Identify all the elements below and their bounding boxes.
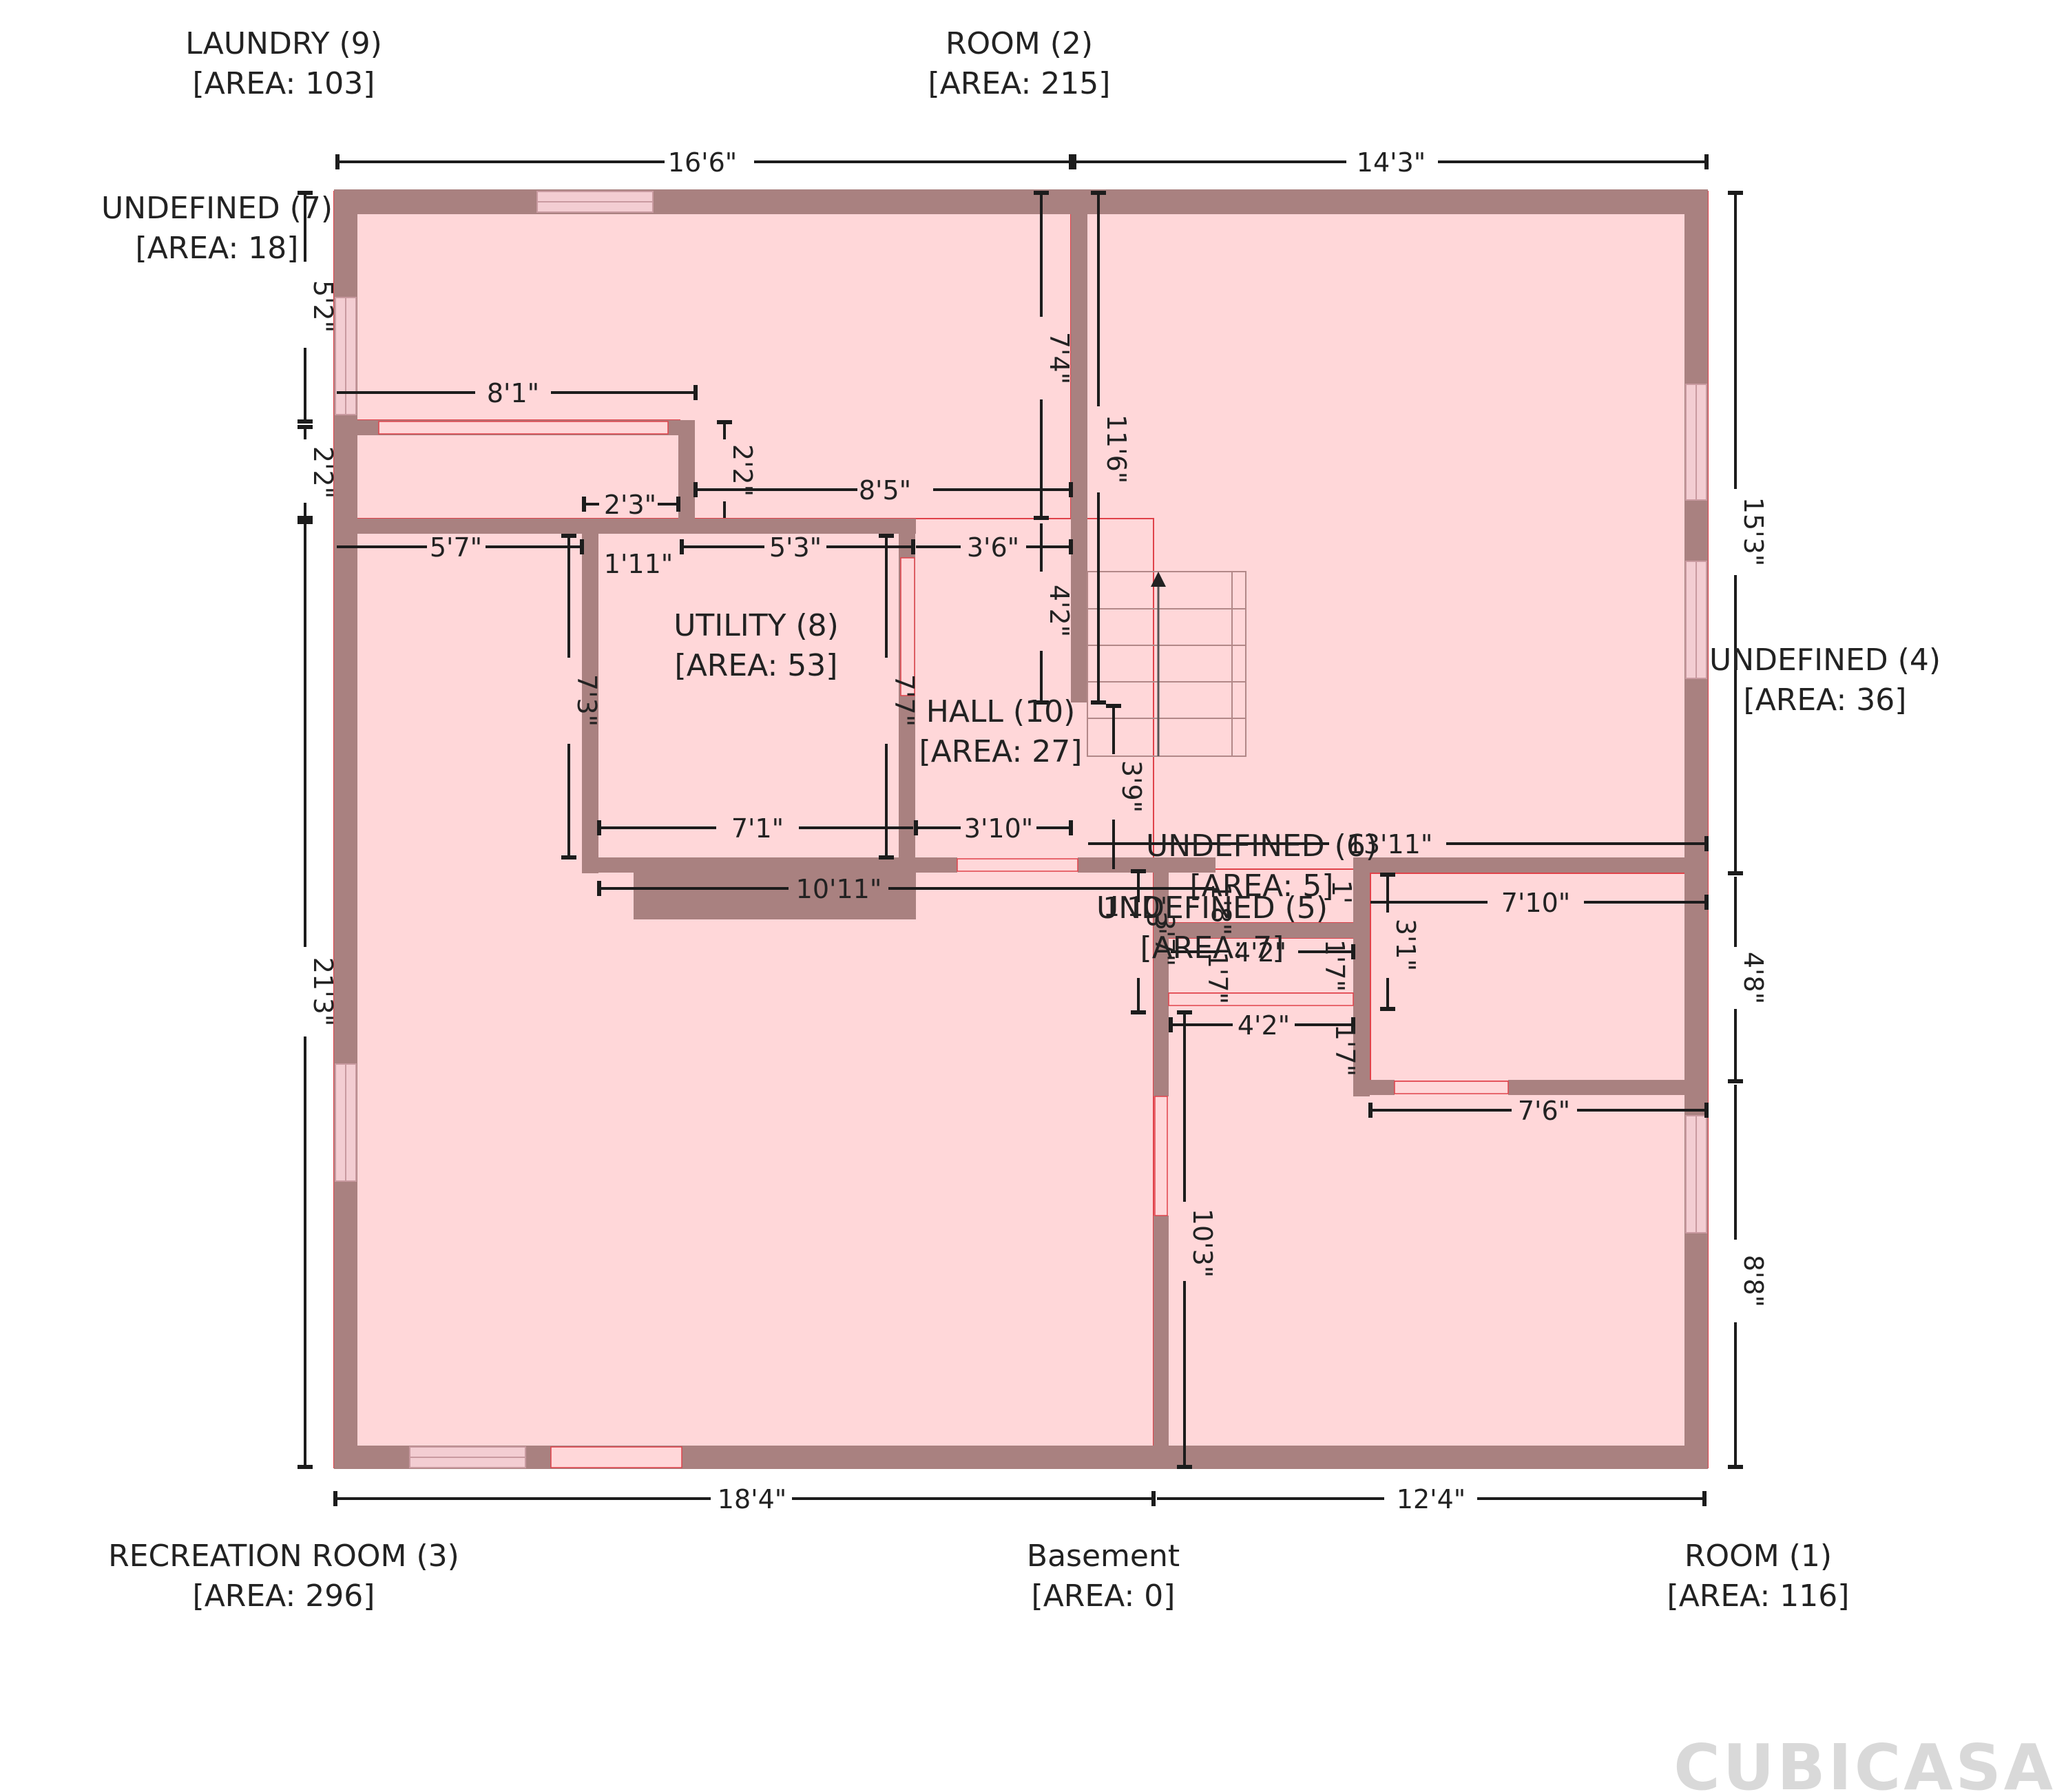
arrow-up-icon bbox=[1151, 572, 1166, 587]
dim-label: 13'11" bbox=[1347, 829, 1433, 859]
room-area-hall: [AREA: 27] bbox=[919, 734, 1083, 769]
floor-undefined-4 bbox=[1370, 873, 1709, 1082]
dim-label: 7'6" bbox=[1518, 1096, 1570, 1126]
dim-label: 5'2" bbox=[308, 280, 338, 333]
dim-label: 3'9" bbox=[1116, 760, 1147, 813]
room-area-undefined-5: [AREA: 7] bbox=[1140, 930, 1284, 966]
wall-utility-left bbox=[582, 519, 598, 873]
room-name-laundry: LAUNDRY (9) bbox=[185, 26, 382, 61]
room-name-undefined-4: UNDEFINED (4) bbox=[1709, 643, 1941, 678]
dim-label: 7'4" bbox=[1044, 332, 1074, 384]
dim-label: 4'2" bbox=[1238, 1010, 1290, 1041]
doors bbox=[378, 421, 1509, 1468]
door-undef5-bottom bbox=[1168, 992, 1354, 1006]
door-rec-bottom bbox=[550, 1446, 682, 1468]
floor-undefined-7 bbox=[333, 419, 680, 519]
wall-utility-top bbox=[334, 519, 916, 534]
dim-label: 1' bbox=[1326, 880, 1357, 904]
room-area-room-1: [AREA: 116] bbox=[1667, 1579, 1850, 1614]
dim-label: 4'2" bbox=[1044, 585, 1074, 637]
room-name-undefined-5: UNDEFINED (5) bbox=[1096, 890, 1328, 926]
room-labels: LAUNDRY (9) [AREA: 103] ROOM (2) [AREA: … bbox=[101, 26, 1941, 1614]
dim-label: 14'3" bbox=[1357, 147, 1426, 178]
room-area-basement: [AREA: 0] bbox=[1032, 1579, 1176, 1614]
floor-room-2 bbox=[1070, 191, 1709, 874]
door-hall-left bbox=[900, 557, 915, 696]
wall-bottom bbox=[334, 1446, 1708, 1469]
door-center-vertical bbox=[1154, 1096, 1168, 1216]
door-utility-bottom bbox=[957, 858, 1078, 872]
dim-label: 1'7" bbox=[1319, 939, 1350, 992]
dim-label: 16'6" bbox=[668, 147, 737, 178]
room-fills bbox=[333, 191, 1709, 1468]
dim-label: 10'11" bbox=[796, 874, 882, 904]
room-area-room-2: [AREA: 215] bbox=[928, 66, 1111, 101]
room-area-recreation: [AREA: 296] bbox=[193, 1579, 375, 1614]
dim-label: 21'3" bbox=[308, 957, 338, 1026]
dim-label: 3' bbox=[1141, 911, 1171, 935]
dim-label: 5'3" bbox=[769, 532, 822, 563]
dim-label: 8'5" bbox=[859, 475, 911, 506]
dim-label: 11'6" bbox=[1101, 415, 1131, 483]
room-area-undefined-7: [AREA: 18] bbox=[136, 231, 299, 266]
wall-undef6-bottom bbox=[1167, 923, 1367, 938]
dim-label: 3'6" bbox=[967, 532, 1019, 563]
dim-label: 12'4" bbox=[1397, 1484, 1465, 1514]
room-name-recreation: RECREATION ROOM (3) bbox=[108, 1539, 459, 1574]
room-name-basement: Basement bbox=[1027, 1539, 1180, 1574]
dim-label: 3'7" bbox=[1149, 914, 1180, 966]
dim-label: 7'10" bbox=[1501, 888, 1570, 918]
wall-center-vertical-low bbox=[1154, 1216, 1169, 1446]
dimension-labels: 16'6" 14'3" 18'4" 12'4" 5'2" 2'2" 21'3" … bbox=[308, 147, 1768, 1514]
wall-undef4-left bbox=[1353, 1080, 1395, 1095]
dim-label: 3'10" bbox=[964, 813, 1033, 844]
windows bbox=[335, 191, 1707, 1468]
room-name-room-2: ROOM (2) bbox=[946, 26, 1093, 61]
door-laundry-bottom bbox=[378, 421, 669, 435]
dim-label: 1'8" bbox=[1206, 883, 1236, 935]
wall-right bbox=[1684, 189, 1708, 1469]
dim-label: 18'4" bbox=[718, 1484, 786, 1514]
room-area-undefined-4: [AREA: 36] bbox=[1744, 683, 1907, 718]
dim-label: 3'1" bbox=[1390, 919, 1421, 971]
wall-undef7-right bbox=[678, 420, 695, 523]
dimension-lines bbox=[298, 154, 1743, 1506]
wall-undef4-bottom bbox=[1508, 1080, 1708, 1095]
dim-label: 7'7" bbox=[889, 674, 919, 727]
dim-label: 4'2" bbox=[1234, 937, 1286, 968]
dim-label: 7'3" bbox=[572, 674, 602, 727]
stairs bbox=[1087, 571, 1246, 757]
door-undef4 bbox=[1394, 1081, 1509, 1094]
dim-label: 10'3" bbox=[1187, 1209, 1218, 1278]
room-name-undefined-7: UNDEFINED (7) bbox=[101, 191, 333, 226]
floor-undefined-5 bbox=[1167, 937, 1361, 994]
dim-label: 4'8" bbox=[1738, 952, 1768, 1004]
dim-label: 8'1" bbox=[487, 378, 539, 408]
dim-label: 2'2" bbox=[308, 446, 338, 499]
dim-label: 1'10" bbox=[1103, 892, 1172, 922]
dim-label: 15'3" bbox=[1738, 497, 1768, 566]
floor-recreation bbox=[333, 518, 1154, 1468]
cubicasa-logo: CUBICASA bbox=[1673, 1731, 2056, 1792]
dim-label: 5'7" bbox=[430, 532, 482, 563]
room-name-undefined-6: UNDEFINED (6) bbox=[1146, 829, 1377, 864]
room-area-laundry: [AREA: 103] bbox=[193, 66, 375, 101]
wall-undef5-right bbox=[1353, 869, 1370, 1096]
dim-label: 1'11" bbox=[604, 549, 673, 579]
room-name-utility: UTILITY (8) bbox=[674, 608, 839, 643]
room-name-room-1: ROOM (1) bbox=[1684, 1539, 1832, 1574]
dim-label: 1'7" bbox=[1330, 1024, 1360, 1076]
dim-label: 1'7" bbox=[1202, 952, 1233, 1004]
room-area-utility: [AREA: 53] bbox=[675, 648, 838, 683]
wall-stair-left bbox=[1071, 189, 1087, 702]
wall-room1-top bbox=[1353, 857, 1708, 873]
dim-label: 2'3" bbox=[604, 490, 656, 520]
room-area-undefined-6: [AREA: 5] bbox=[1190, 868, 1334, 904]
room-name-hall: HALL (10) bbox=[926, 694, 1076, 729]
dim-label: 7'1" bbox=[731, 813, 784, 844]
wall-center-vertical bbox=[1154, 869, 1169, 1096]
dim-label: 8'8" bbox=[1738, 1255, 1768, 1307]
dim-label: 2'2" bbox=[727, 444, 758, 497]
